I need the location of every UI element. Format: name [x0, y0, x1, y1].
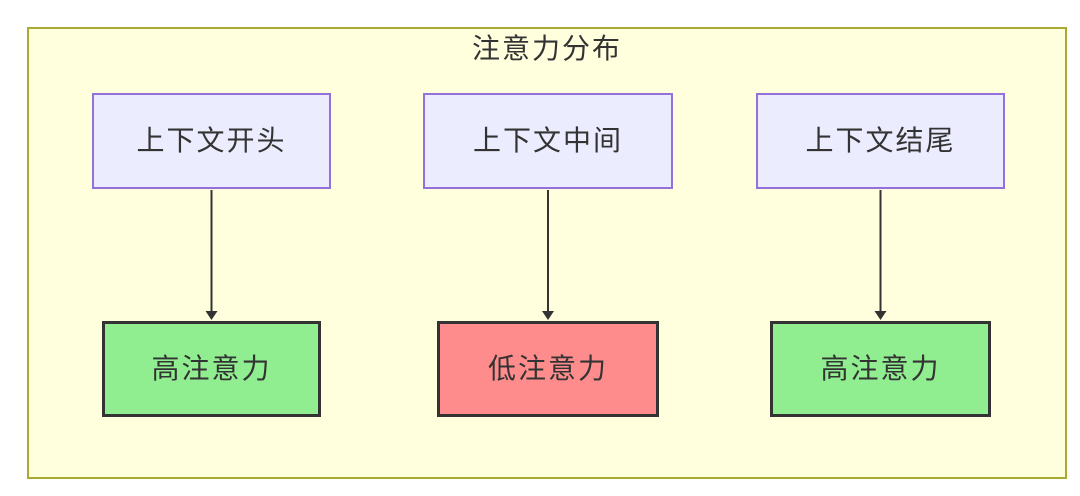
- node-context-middle-label: 上下文中间: [472, 125, 623, 156]
- node-high-attention-end-label: 高注意力: [820, 353, 941, 384]
- node-high-attention-start-label: 高注意力: [151, 353, 272, 384]
- diagram-title: 注意力分布: [471, 33, 622, 64]
- node-low-attention-middle: 低注意力: [437, 321, 659, 417]
- node-low-attention-middle-label: 低注意力: [487, 353, 608, 384]
- node-high-attention-start: 高注意力: [102, 321, 321, 417]
- node-context-end-label: 上下文结尾: [805, 125, 956, 156]
- node-context-middle: 上下文中间: [423, 93, 673, 189]
- node-context-start-label: 上下文开头: [136, 125, 287, 156]
- node-high-attention-end: 高注意力: [770, 321, 991, 417]
- node-context-start: 上下文开头: [92, 93, 331, 189]
- node-context-end: 上下文结尾: [756, 93, 1005, 189]
